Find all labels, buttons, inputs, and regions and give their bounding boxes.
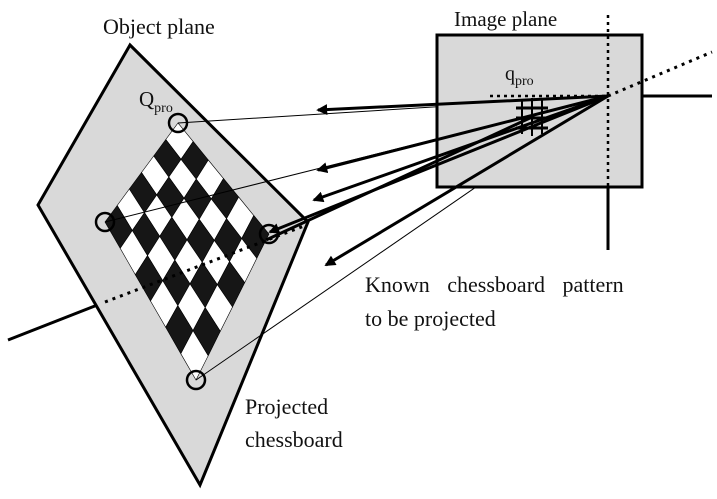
image-plane (435, 33, 644, 189)
projection-arrow-2 (316, 94, 609, 174)
chessboard (104, 122, 270, 381)
known-pattern-label-line2: to be projected (365, 306, 496, 331)
projection-arrow-6 (265, 116, 531, 242)
projected-label-line1: Projected (245, 394, 328, 419)
object-plane-label: Object plane (103, 14, 215, 39)
q-image-label: qpro (505, 63, 534, 89)
corner-circle-bottom (185, 369, 207, 391)
projection-arrow-top (316, 94, 609, 116)
known-pattern-label-line1: Known chessboard pattern (365, 272, 624, 297)
projection-arrow-4 (268, 94, 609, 234)
projection-arrow-3 (312, 94, 609, 203)
projection-arrow-5 (324, 94, 609, 267)
corner-circle-right (258, 223, 280, 245)
corner-circle-left (94, 211, 116, 233)
q-pro-label: Qpro (139, 87, 173, 116)
optical-axis-left (7, 300, 106, 342)
image-plane-label: Image plane (454, 7, 557, 31)
optical-axis-dotted-image (607, 50, 713, 98)
projected-label-line2: chessboard (245, 427, 343, 452)
corner-circle-top (167, 112, 189, 134)
